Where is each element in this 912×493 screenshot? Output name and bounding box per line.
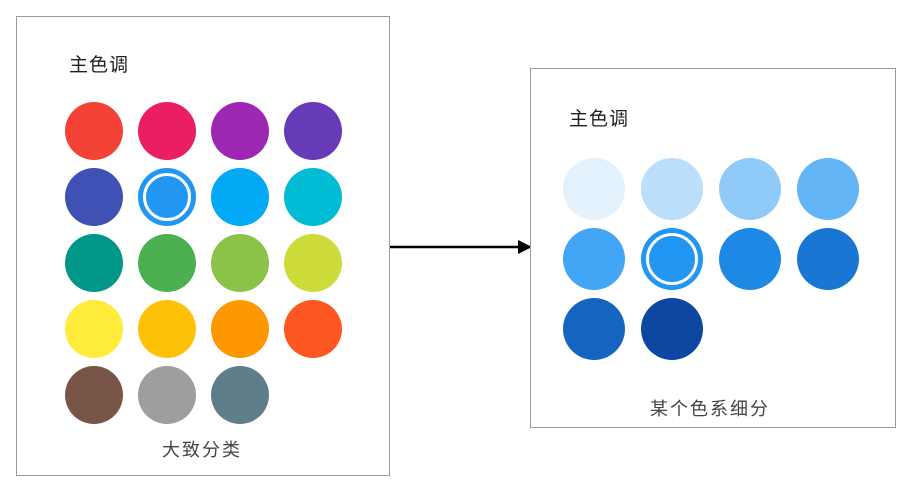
color-swatch[interactable]	[284, 102, 342, 160]
color-swatch[interactable]	[797, 228, 859, 290]
color-swatch[interactable]	[284, 168, 342, 226]
color-swatch[interactable]	[719, 158, 781, 220]
color-swatch[interactable]	[563, 158, 625, 220]
color-swatch[interactable]	[65, 300, 123, 358]
color-swatch[interactable]	[563, 298, 625, 360]
color-swatch[interactable]	[138, 366, 196, 424]
color-swatch[interactable]	[65, 366, 123, 424]
shade-detail-panel: 主色调 某个色系细分	[530, 68, 896, 428]
panel-title: 主色调	[69, 54, 130, 76]
color-swatch[interactable]	[641, 298, 703, 360]
primary-color-panel: 主色调 大致分类	[16, 16, 390, 476]
color-swatch[interactable]	[284, 300, 342, 358]
color-swatch[interactable]	[138, 300, 196, 358]
color-swatch[interactable]	[138, 234, 196, 292]
panel-caption: 大致分类	[162, 440, 242, 461]
color-swatch[interactable]	[211, 366, 269, 424]
panel-title: 主色调	[569, 108, 630, 130]
color-swatch[interactable]	[211, 102, 269, 160]
color-swatch[interactable]	[211, 168, 269, 226]
color-swatch[interactable]	[211, 300, 269, 358]
arrow-head	[518, 240, 532, 254]
color-swatch-selected[interactable]	[641, 228, 703, 290]
color-swatch[interactable]	[284, 234, 342, 292]
color-swatch[interactable]	[138, 102, 196, 160]
color-swatch[interactable]	[641, 158, 703, 220]
color-swatch[interactable]	[65, 234, 123, 292]
arrow-right-icon	[390, 240, 532, 254]
color-swatch-selected[interactable]	[138, 168, 196, 226]
primary-color-grid	[65, 102, 342, 424]
color-swatch[interactable]	[797, 158, 859, 220]
shade-color-grid	[563, 158, 859, 360]
color-swatch[interactable]	[211, 234, 269, 292]
color-swatch[interactable]	[719, 228, 781, 290]
color-swatch[interactable]	[65, 168, 123, 226]
panel-caption: 某个色系细分	[650, 399, 770, 420]
color-swatch[interactable]	[65, 102, 123, 160]
color-swatch[interactable]	[563, 228, 625, 290]
